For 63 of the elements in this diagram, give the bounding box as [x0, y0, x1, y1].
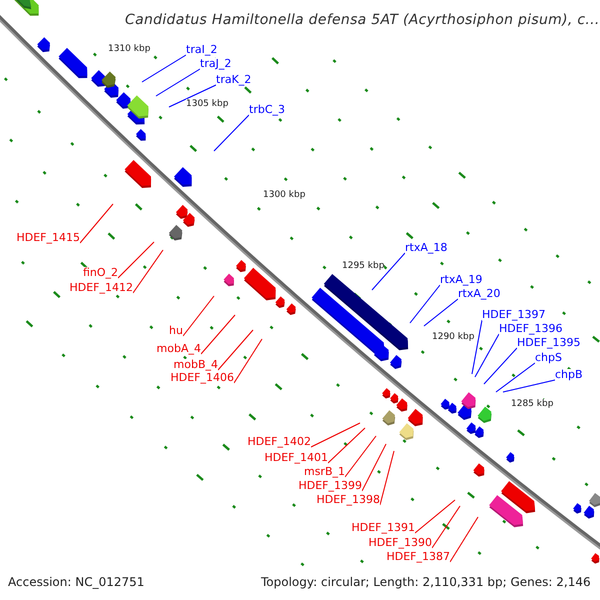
gene-label: mobA_4: [156, 343, 201, 355]
leader-line: [472, 320, 482, 374]
gene-label: HDEF_1399: [298, 480, 362, 492]
gene-label: chpB: [555, 369, 583, 381]
gene-label: finO_2: [82, 267, 118, 279]
scale-label: 1285 kbp: [511, 399, 554, 409]
scale-label: 1305 kbp: [186, 99, 228, 109]
leader-line: [132, 250, 164, 294]
gene-label: chpS: [535, 352, 562, 364]
leader-line: [502, 380, 556, 392]
leader-line: [344, 436, 376, 478]
leader-line: [362, 444, 386, 492]
gene-label: HDEF_1415: [16, 232, 80, 244]
gene-label: HDEF_1402: [247, 436, 311, 448]
gene-label: HDEF_1396: [499, 323, 563, 335]
gene-label: msrB_1: [304, 466, 345, 478]
leader-line: [156, 68, 200, 96]
gene-label: HDEF_1406: [170, 372, 234, 384]
leader-line: [234, 338, 262, 384]
leader-line: [414, 500, 456, 534]
gene-label: HDEF_1401: [264, 452, 328, 464]
gene-label: rtxA_19: [440, 274, 482, 286]
leader-line: [310, 422, 360, 448]
leader-line: [380, 450, 394, 506]
leader-line: [432, 506, 460, 548]
scale-label: 1300 kbp: [263, 190, 306, 200]
leader-line: [372, 252, 406, 290]
gene-label: traI_2: [186, 44, 218, 56]
leader-line: [474, 334, 500, 378]
leader-line: [410, 284, 440, 324]
gene-label: rtxA_20: [458, 288, 500, 300]
scale-label: 1310 kbp: [108, 44, 150, 54]
gene-label: trbC_3: [249, 104, 285, 116]
gene-label: rtxA_18: [405, 242, 448, 254]
genome-info-text: Topology: circular; Length: 2,110,331 bp; Genes: 2,146: [261, 575, 591, 589]
leader-line: [142, 54, 186, 82]
leader-line: [218, 330, 254, 370]
leader-line: [182, 296, 214, 336]
gene-label: HDEF_1395: [517, 337, 581, 349]
gene-label: traJ_2: [200, 58, 232, 70]
scale-label: 1295 kbp: [342, 261, 384, 271]
gene-label: HDEF_1390: [368, 537, 432, 549]
leader-line: [214, 114, 250, 152]
leader-line: [118, 242, 154, 278]
gene-label: hu: [169, 325, 183, 337]
gene-label: traK_2: [216, 74, 252, 86]
leader-line: [80, 204, 114, 244]
map-title: Candidatus Hamiltonella defensa 5AT (Acyrthosiphon pisum), c...: [125, 12, 600, 28]
leader-line: [484, 348, 518, 384]
accession-text: Accession: NC_012751: [8, 575, 144, 589]
leader-line: [450, 516, 478, 562]
gene-label: mobB_4: [174, 359, 218, 371]
gene-label: HDEF_1387: [386, 551, 450, 563]
leader-line: [424, 298, 458, 326]
scale-label: 1290 kbp: [432, 332, 474, 342]
gene-label: HDEF_1397: [482, 309, 546, 321]
leader-line: [200, 314, 236, 354]
gene-label: HDEF_1398: [316, 494, 380, 506]
leader-line: [496, 362, 536, 392]
leader-line: [168, 84, 216, 108]
leader-line: [328, 428, 366, 464]
gene-label: HDEF_1391: [351, 522, 415, 534]
gene-label: HDEF_1412: [69, 282, 133, 294]
